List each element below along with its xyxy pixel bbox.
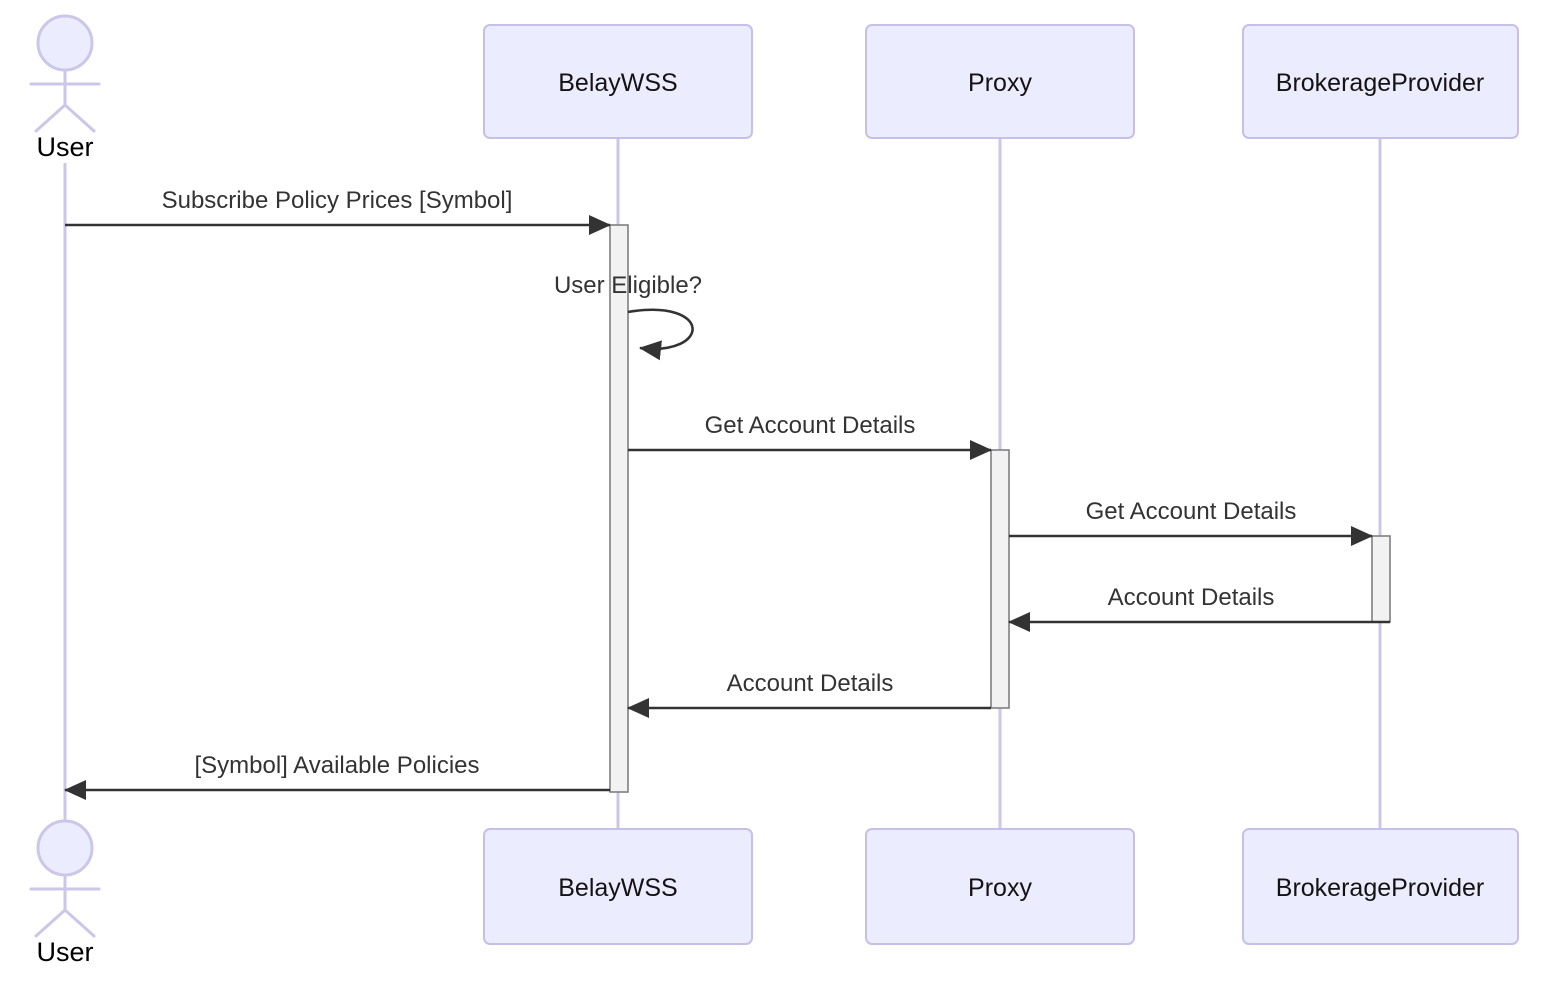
message-account-details-2: Account Details	[627, 670, 991, 718]
actor-user-bottom-label: User	[36, 937, 93, 967]
activation-brokerageprovider	[1371, 535, 1391, 623]
self-loop-arrow	[627, 308, 694, 361]
actor-leg-left-icon	[34, 908, 67, 938]
message-label: Get Account Details	[705, 412, 916, 439]
participant-box	[483, 24, 753, 139]
message-label: [Symbol] Available Policies	[194, 752, 479, 779]
message-get-account-details-2: Get Account Details	[1009, 498, 1373, 546]
participant-box	[1242, 24, 1519, 139]
message-label: Account Details	[727, 670, 894, 697]
message-label: User Eligible?	[554, 272, 702, 299]
participant-belaywss-top-label: BelayWSS	[558, 69, 677, 97]
actor-user-bottom: User	[29, 819, 101, 967]
participant-proxy-bottom: Proxy	[865, 828, 1135, 945]
participant-brokerageprovider-top: BrokerageProvider	[1242, 24, 1519, 139]
participant-box	[865, 828, 1135, 945]
message-get-account-details-1: Get Account Details	[628, 412, 992, 460]
participant-proxy-top-label: Proxy	[968, 69, 1032, 97]
message-label: Subscribe Policy Prices [Symbol]	[162, 187, 513, 214]
activation-proxy	[990, 449, 1010, 709]
participant-proxy-top: Proxy	[865, 24, 1135, 139]
message-account-details-1: Account Details	[1008, 584, 1390, 632]
participant-belaywss-top: BelayWSS	[483, 24, 753, 139]
message-symbol-available-policies: [Symbol] Available Policies	[64, 752, 610, 800]
actor-leg-right-icon	[63, 908, 96, 938]
participant-box	[865, 24, 1135, 139]
participant-brokerageprovider-top-label: BrokerageProvider	[1276, 69, 1484, 97]
participant-belaywss-bottom: BelayWSS	[483, 828, 753, 945]
message-label: Account Details	[1108, 584, 1275, 611]
actor-leg-left-icon	[34, 103, 67, 133]
activation-belaywss	[609, 224, 629, 793]
actor-user-top: User	[29, 14, 101, 162]
actor-leg-right-icon	[63, 103, 96, 133]
participant-box	[483, 828, 753, 945]
participant-brokerageprovider-bottom: BrokerageProvider	[1242, 828, 1519, 945]
participant-brokerageprovider-bottom-label: BrokerageProvider	[1276, 874, 1484, 902]
actor-head-icon	[36, 819, 94, 877]
participant-box	[1242, 828, 1519, 945]
message-user-eligible-self-loop: User Eligible?	[554, 272, 702, 361]
actor-head-icon	[36, 14, 94, 72]
participant-belaywss-bottom-label: BelayWSS	[558, 874, 677, 902]
message-subscribe-policy-prices: Subscribe Policy Prices [Symbol]	[65, 187, 611, 235]
message-label: Get Account Details	[1086, 498, 1297, 525]
actor-user-top-label: User	[36, 132, 93, 162]
participant-proxy-bottom-label: Proxy	[968, 874, 1032, 902]
